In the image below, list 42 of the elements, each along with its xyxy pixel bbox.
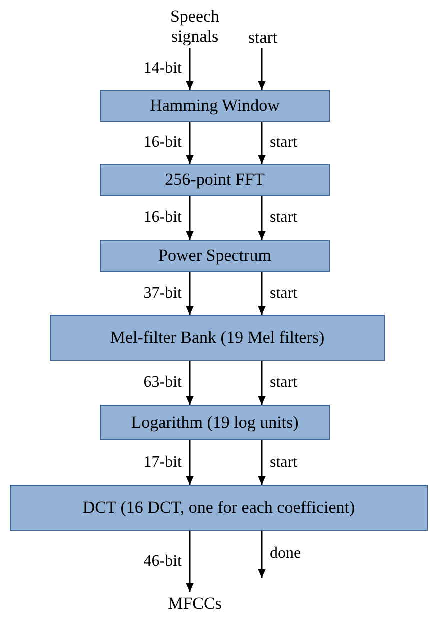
box-label: Hamming Window (150, 96, 280, 116)
arrow (186, 196, 194, 240)
arrow (258, 440, 266, 485)
edge-label: 14-bit (144, 60, 182, 78)
node-text: MFCCs (168, 594, 222, 614)
arrow (186, 361, 194, 405)
box-label: Logarithm (19 log units) (131, 412, 299, 432)
edge-label: 16-bit (144, 134, 182, 152)
process-box (100, 405, 330, 440)
edge-label: 17-bit (144, 454, 182, 472)
arrow (258, 361, 266, 405)
node-text: Speech signals (169, 7, 221, 47)
box-label: Power Spectrum (158, 246, 272, 266)
process-box (100, 164, 330, 196)
arrow (186, 272, 194, 315)
process-box (50, 315, 385, 361)
arrow (258, 272, 266, 315)
edge-label: start (270, 454, 298, 472)
box-label: 256-point FFT (165, 170, 265, 190)
box-label: DCT (16 DCT, one for each coefficient) (82, 498, 356, 518)
arrow (258, 122, 266, 164)
edge-label: 16-bit (144, 209, 182, 227)
process-box (100, 90, 330, 122)
process-box (100, 240, 330, 272)
node-text: start (248, 28, 278, 48)
edge-label: start (270, 209, 298, 227)
edge-label: start (270, 134, 298, 152)
edge-label: 37-bit (144, 284, 182, 302)
box-label: Mel-filter Bank (19 Mel filters) (110, 328, 325, 348)
edge-label: start (270, 374, 298, 392)
arrow (186, 531, 194, 592)
edge-label: start (270, 284, 298, 302)
arrow (258, 48, 266, 90)
edge-label: done (270, 545, 302, 563)
edge-label: 63-bit (144, 374, 182, 392)
edge-label: 46-bit (144, 552, 182, 570)
arrow (186, 48, 194, 90)
process-box (10, 485, 428, 531)
arrow (186, 122, 194, 164)
arrow (186, 440, 194, 485)
arrow (258, 531, 266, 578)
arrow (258, 196, 266, 240)
